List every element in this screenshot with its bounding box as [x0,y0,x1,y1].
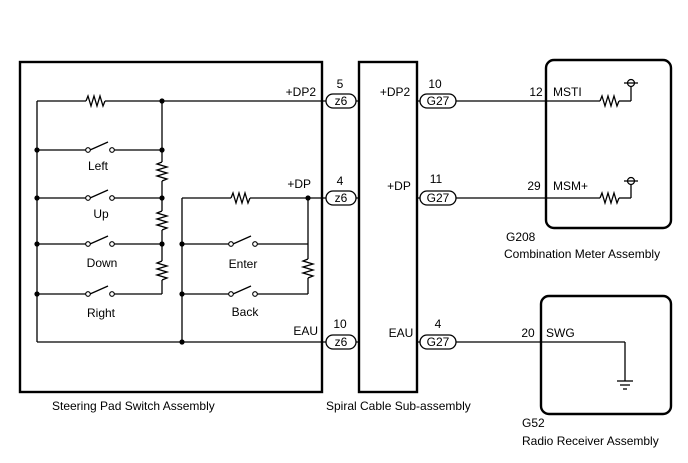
signal-dp2-spiral: +DP2 [380,85,411,99]
connector-g27-pills [419,93,457,350]
switch-label-right: Right [87,306,116,320]
caption-steering-pad-switch: Steering Pad Switch Assembly [52,399,215,413]
signal-msm-plus: MSM+ [553,179,588,193]
connector-label-g27-eau: G27 [427,335,450,349]
signal-dp-spiral: +DP [387,179,411,193]
signal-dp-steering: +DP [287,177,311,191]
connector-label-g27-dp2: G27 [427,94,450,108]
signal-eau-steering: EAU [293,324,318,338]
signal-swg: SWG [546,326,575,340]
signal-msti: MSTI [553,85,582,99]
caption-meter-name: Combination Meter Assembly [504,247,660,261]
pin-number-5: 5 [337,77,344,91]
spiral-cable-box [357,60,419,394]
radio-receiver-box [539,294,673,416]
pin-number-20: 20 [521,326,535,340]
pin-number-4-z6: 4 [337,174,344,188]
pin-number-10-g27: 10 [428,77,442,91]
caption-spiral-cable: Spiral Cable Sub-assembly [326,399,471,413]
radio-internal-circuit [541,341,633,390]
switch-label-enter: Enter [229,257,258,271]
connector-label-z6-dp2: z6 [335,94,348,108]
connector-label-z6-dp: z6 [335,191,348,205]
switch-label-up: Up [93,207,109,221]
pin-number-11-g27: 11 [430,172,443,186]
switch-label-back: Back [232,305,260,319]
connector-label-z6-eau: z6 [335,335,348,349]
pin-number-10-z6: 10 [333,317,347,331]
harness-wires [322,100,546,343]
pin-number-4-g27: 4 [435,317,442,331]
steering-pad-switch-box [18,60,324,394]
combination-meter-box [544,58,673,230]
switch-label-left: Left [88,159,109,173]
pin-number-29: 29 [527,179,541,193]
switch-label-down: Down [87,256,118,270]
caption-meter-code: G208 [506,230,536,244]
caption-radio-code: G52 [522,416,545,430]
signal-dp2-steering: +DP2 [286,85,317,99]
connector-label-g27-dp: G27 [427,191,450,205]
meter-internal-circuit [546,78,638,206]
steering-internal-circuit [34,93,322,345]
signal-eau-spiral: EAU [389,326,414,340]
caption-radio-name: Radio Receiver Assembly [522,434,659,448]
pin-number-12: 12 [529,85,543,99]
connector-z6-pills [325,93,357,350]
